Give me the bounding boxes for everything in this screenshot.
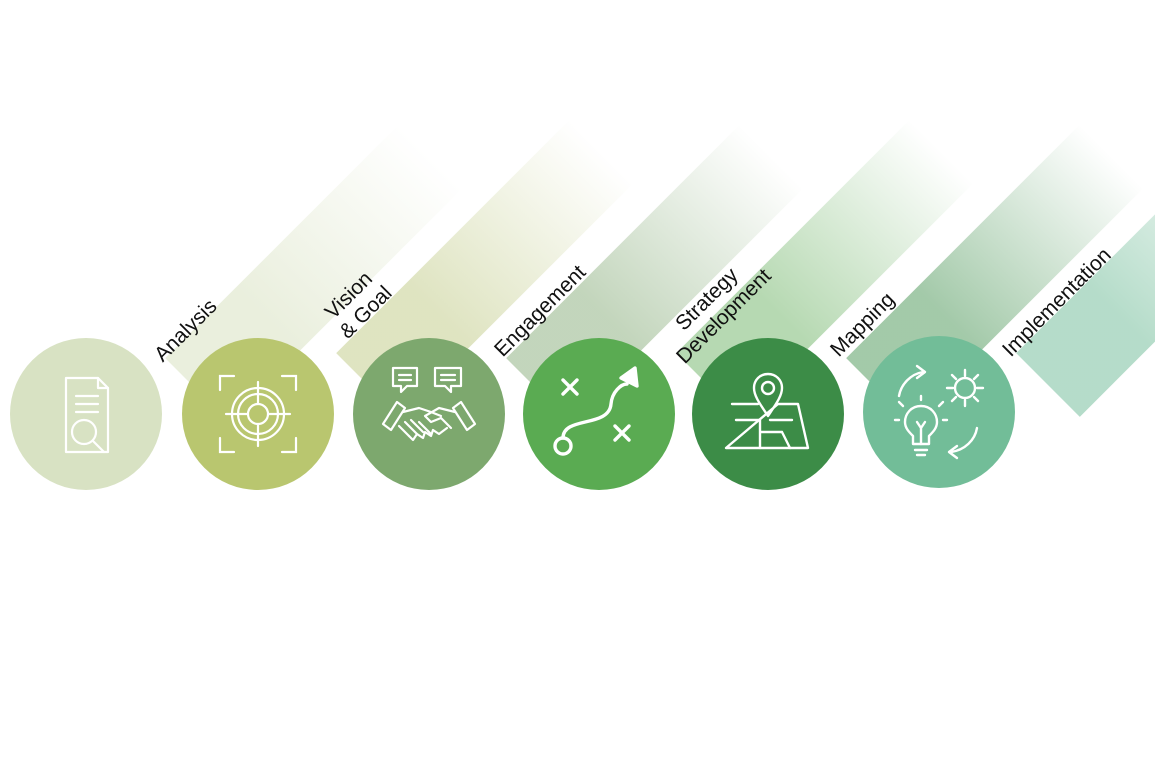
strategy-path-icon [553, 366, 639, 456]
step-label-line: & Goal [334, 281, 397, 344]
document-search-icon [64, 376, 110, 454]
map-pin-icon [724, 372, 810, 450]
step-label: Vision & Goal [318, 265, 397, 344]
step-circle [692, 338, 844, 490]
step-label: Implementation [998, 243, 1116, 361]
step-circle [863, 336, 1015, 488]
handshake-icon [381, 366, 477, 442]
target-icon [218, 374, 298, 454]
step-label-line: Mapping [826, 288, 900, 362]
step-label-line: Strategy [671, 263, 743, 336]
step-label: Mapping [826, 288, 900, 362]
step-circle [523, 338, 675, 490]
step-circle [10, 338, 162, 490]
step-label-line: Implementation [998, 243, 1116, 362]
step-circle [353, 338, 505, 490]
step-circle [182, 338, 334, 490]
step-label-line: Vision [320, 267, 378, 324]
step-band [1016, 119, 1155, 417]
idea-gear-cycle-icon [893, 364, 985, 460]
